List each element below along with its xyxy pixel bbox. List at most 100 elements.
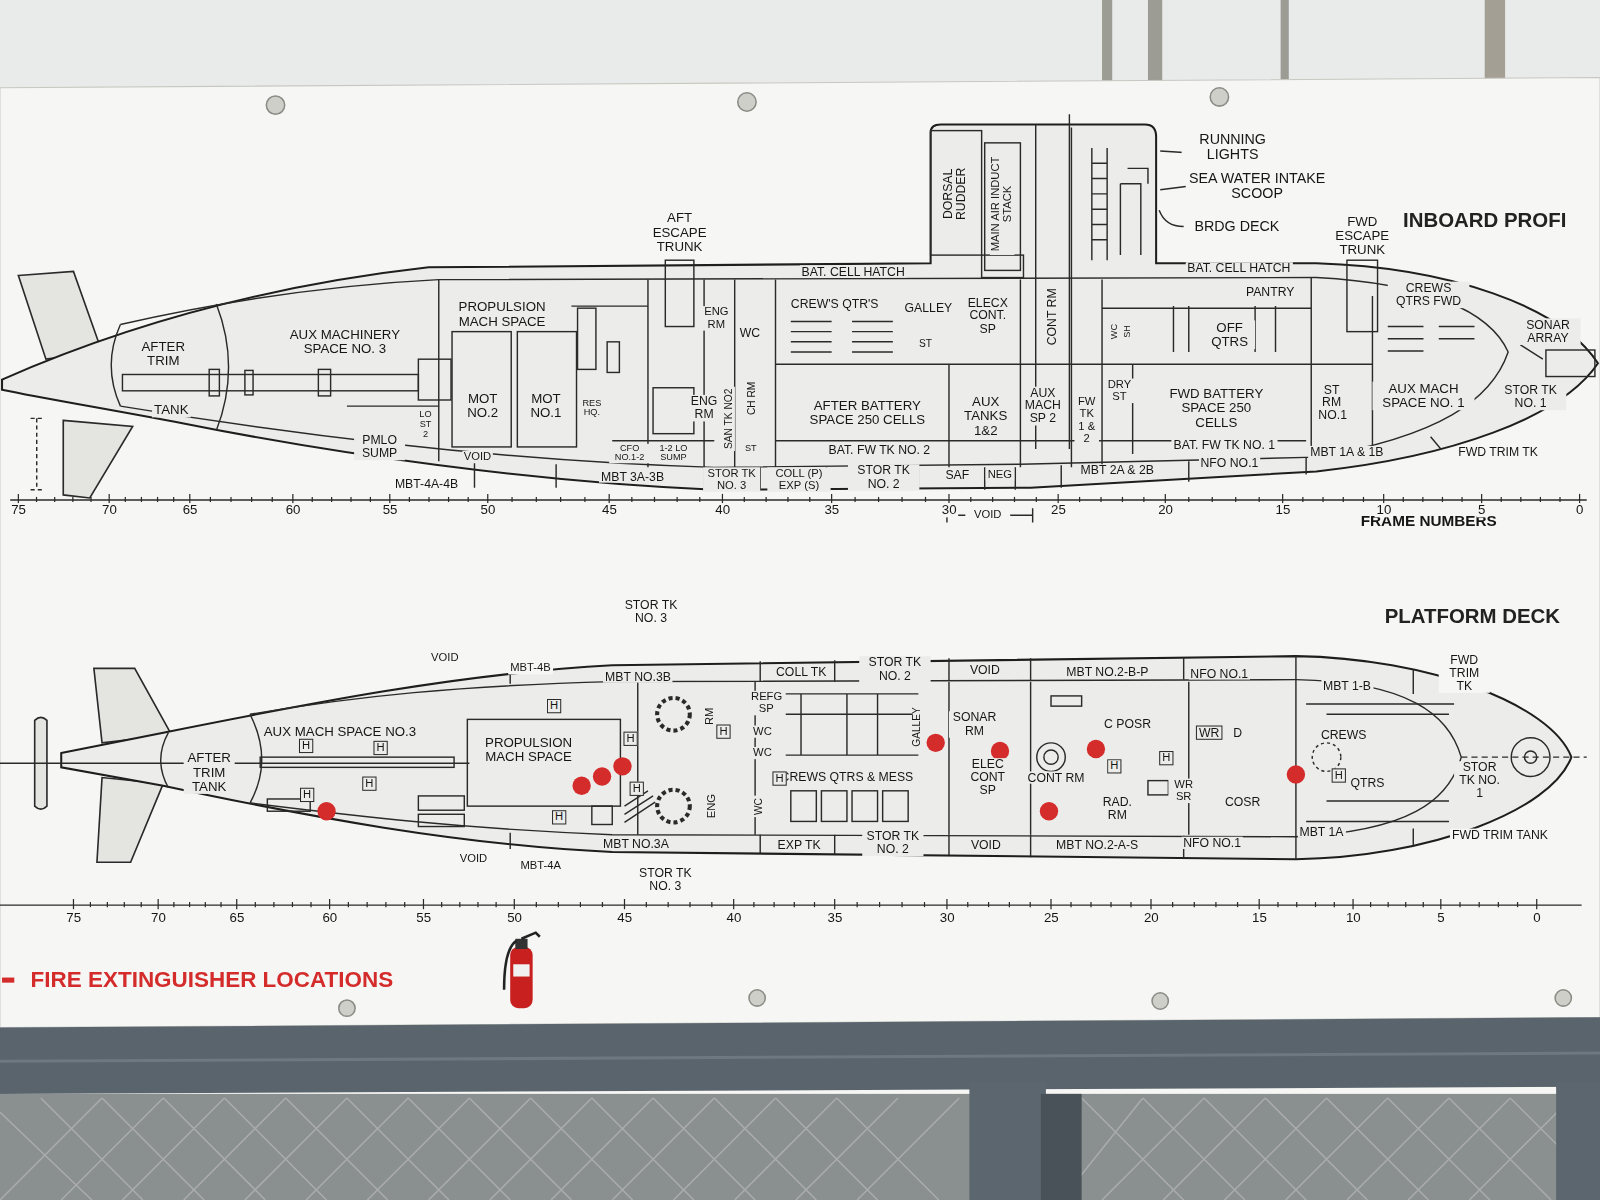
frame-number: 65	[181, 503, 200, 517]
compartment-label: COLL TK	[774, 665, 828, 678]
compartment-label: STOR TK NO. 1	[1454, 761, 1505, 801]
compartment-label: ST	[917, 338, 934, 349]
compartment-label: MBT 3A-3B	[599, 470, 666, 483]
compartment-label: WC	[751, 747, 774, 759]
compartment-label: ENG RM	[701, 306, 732, 330]
compartment-label: RES HQ.	[579, 398, 606, 418]
compartment-label: MOT NO.2	[460, 392, 505, 421]
compartment-label: ELEC CONT SP	[962, 758, 1013, 798]
compartment-label: RAD. RM	[1097, 796, 1138, 822]
compartment-label: VOID	[429, 652, 461, 664]
hatch-marker: H	[630, 782, 644, 796]
compartment-label: BAT. FW TK NO. 1	[1171, 438, 1277, 451]
compartment-label: PROPULSION MACH SPACE	[478, 736, 580, 765]
compartment-label: AUX MACH SPACE NO. 1	[1372, 382, 1474, 411]
frame-number: 60	[284, 503, 303, 517]
frame-number: 45	[600, 503, 619, 517]
compartment-label: AUX MACH SPACE NO.3	[262, 724, 418, 738]
compartment-label: SONAR RM	[949, 711, 1000, 737]
hatch-marker: H	[1332, 768, 1346, 782]
compartment-label: SAF	[943, 468, 971, 481]
frame-number: 15	[1273, 503, 1292, 517]
frame-number: 55	[381, 503, 400, 517]
compartment-label: STOR TK NO. 3	[703, 467, 760, 491]
frame-number: 75	[64, 911, 83, 925]
hatch-marker: H	[299, 739, 313, 753]
compartment-label: SH	[1122, 323, 1132, 340]
compartment-label: AFTER TRIM	[138, 340, 189, 369]
frame-number: 35	[822, 503, 841, 517]
compartment-label: CREWS	[1319, 728, 1369, 741]
legend-swatch	[2, 978, 14, 983]
compartment-label: LO ST 2	[415, 410, 435, 440]
frame-number: 5	[1476, 503, 1487, 517]
frame-number: 25	[1049, 503, 1068, 517]
compartment-label: PROPULSION MACH SPACE	[446, 300, 558, 329]
compartment-label: WR	[1196, 725, 1223, 740]
compartment-label: MBT-4A-4B	[393, 477, 460, 490]
compartment-label: GALLEY	[903, 302, 955, 315]
hatch-marker: H	[552, 810, 566, 824]
compartment-label: CH RM	[746, 379, 757, 417]
compartment-label: MBT NO.3B	[603, 670, 673, 683]
frame-number: 55	[414, 911, 433, 925]
compartment-label: WC	[754, 795, 765, 816]
compartment-label: BRDG DECK	[1192, 218, 1281, 233]
compartment-label: STOR TK NO. 2	[862, 830, 923, 856]
compartment-label: STOR TK NO. 1	[1495, 384, 1566, 410]
frame-number: 50	[479, 503, 498, 517]
frame-number: 75	[9, 503, 28, 517]
compartment-label: MBT NO.2-B-P	[1064, 665, 1150, 678]
compartment-label: WC	[751, 726, 774, 738]
compartment-label: BAT. CELL HATCH	[799, 265, 906, 278]
frame-number: 40	[724, 911, 743, 925]
compartment-label: OFF QTRS	[1204, 320, 1255, 349]
view-heading: PLATFORM DECK	[1385, 605, 1560, 627]
compartment-label: QTRS	[1348, 776, 1386, 789]
frame-number: 20	[1156, 503, 1175, 517]
compartment-label: MBT 1A & 1B	[1308, 445, 1385, 458]
compartment-label: PANTRY	[1244, 285, 1297, 298]
compartment-label: BAT. CELL HATCH	[1185, 262, 1292, 275]
hatch-marker: H	[1159, 751, 1173, 765]
compartment-label: ENG	[706, 792, 718, 820]
compartment-label: FWD TRIM TANK	[1450, 828, 1550, 841]
compartment-label: DORSAL RUDDER	[942, 162, 968, 225]
compartment-label: MOT NO.1	[523, 392, 568, 421]
frame-number: 20	[1142, 911, 1161, 925]
compartment-label: AFTER TRIM TANK	[184, 751, 235, 794]
compartment-label: AFTER BATTERY SPACE 250 CELLS	[806, 399, 928, 428]
compartment-label: MBT NO.2-A-S	[1054, 838, 1140, 851]
frame-number: 5	[1435, 911, 1446, 925]
frame-number: 50	[505, 911, 524, 925]
compartment-label: WC	[738, 326, 762, 339]
compartment-label: NFO NO.1	[1188, 667, 1250, 680]
extinguisher-dots	[317, 734, 1305, 821]
compartment-label: PMLO SUMP	[354, 434, 405, 460]
hatch-marker: H	[300, 788, 314, 802]
compartment-label: TANK	[152, 403, 190, 417]
frame-number: 30	[940, 503, 959, 517]
hatch-marker: H	[547, 699, 561, 713]
compartment-label: MBT NO.3A	[601, 837, 671, 850]
compartment-label: ENG RM	[689, 395, 720, 421]
compartment-label: CONT RM	[1026, 771, 1087, 784]
frame-number: 65	[228, 911, 247, 925]
compartment-label: FWD TRIM TK	[1456, 445, 1540, 458]
frame-number: 25	[1042, 911, 1061, 925]
compartment-label: MBT 1A	[1297, 825, 1345, 838]
compartment-label: MBT 1-B	[1321, 679, 1373, 692]
compartment-label: CFO NO.1-2	[609, 443, 650, 463]
compartment-label: NEG	[986, 468, 1014, 480]
compartment-label: CONT RM	[1045, 286, 1058, 347]
compartment-label: D	[1231, 726, 1244, 739]
compartment-label: AFT ESCAPE TRUNK	[647, 211, 712, 254]
frame-number: 30	[938, 911, 957, 925]
compartment-label: VOID	[462, 451, 494, 463]
compartment-label: C POSR	[1102, 717, 1153, 730]
compartment-label: MAIN AIR INDUCT STACK	[990, 153, 1014, 255]
compartment-label: CREWS QTRS & MESS	[779, 770, 916, 783]
compartment-label: VOID	[969, 838, 1003, 851]
